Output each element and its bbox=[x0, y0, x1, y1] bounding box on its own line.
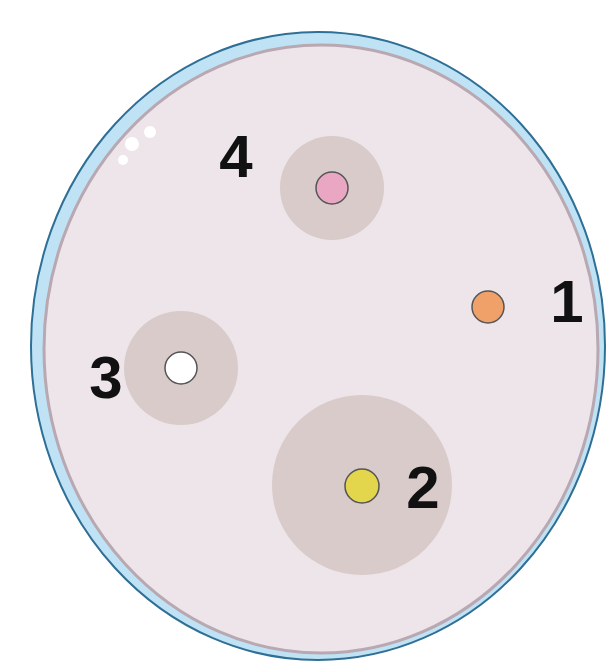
callout-number: 3 bbox=[89, 348, 122, 408]
inhibition-zone bbox=[280, 136, 384, 240]
colony bbox=[316, 172, 348, 204]
inhibition-zone bbox=[124, 311, 238, 425]
dish-rim bbox=[31, 32, 605, 660]
callout-number: 4 bbox=[219, 127, 252, 187]
highlight bbox=[125, 137, 139, 151]
callout-number: 1 bbox=[550, 272, 583, 332]
colony bbox=[165, 352, 197, 384]
colony bbox=[472, 291, 504, 323]
highlight bbox=[118, 155, 128, 165]
agar-surface bbox=[44, 45, 598, 653]
callout-number: 2 bbox=[406, 458, 439, 518]
colony bbox=[345, 469, 379, 503]
inhibition-zone bbox=[272, 395, 452, 575]
highlight bbox=[144, 126, 156, 138]
